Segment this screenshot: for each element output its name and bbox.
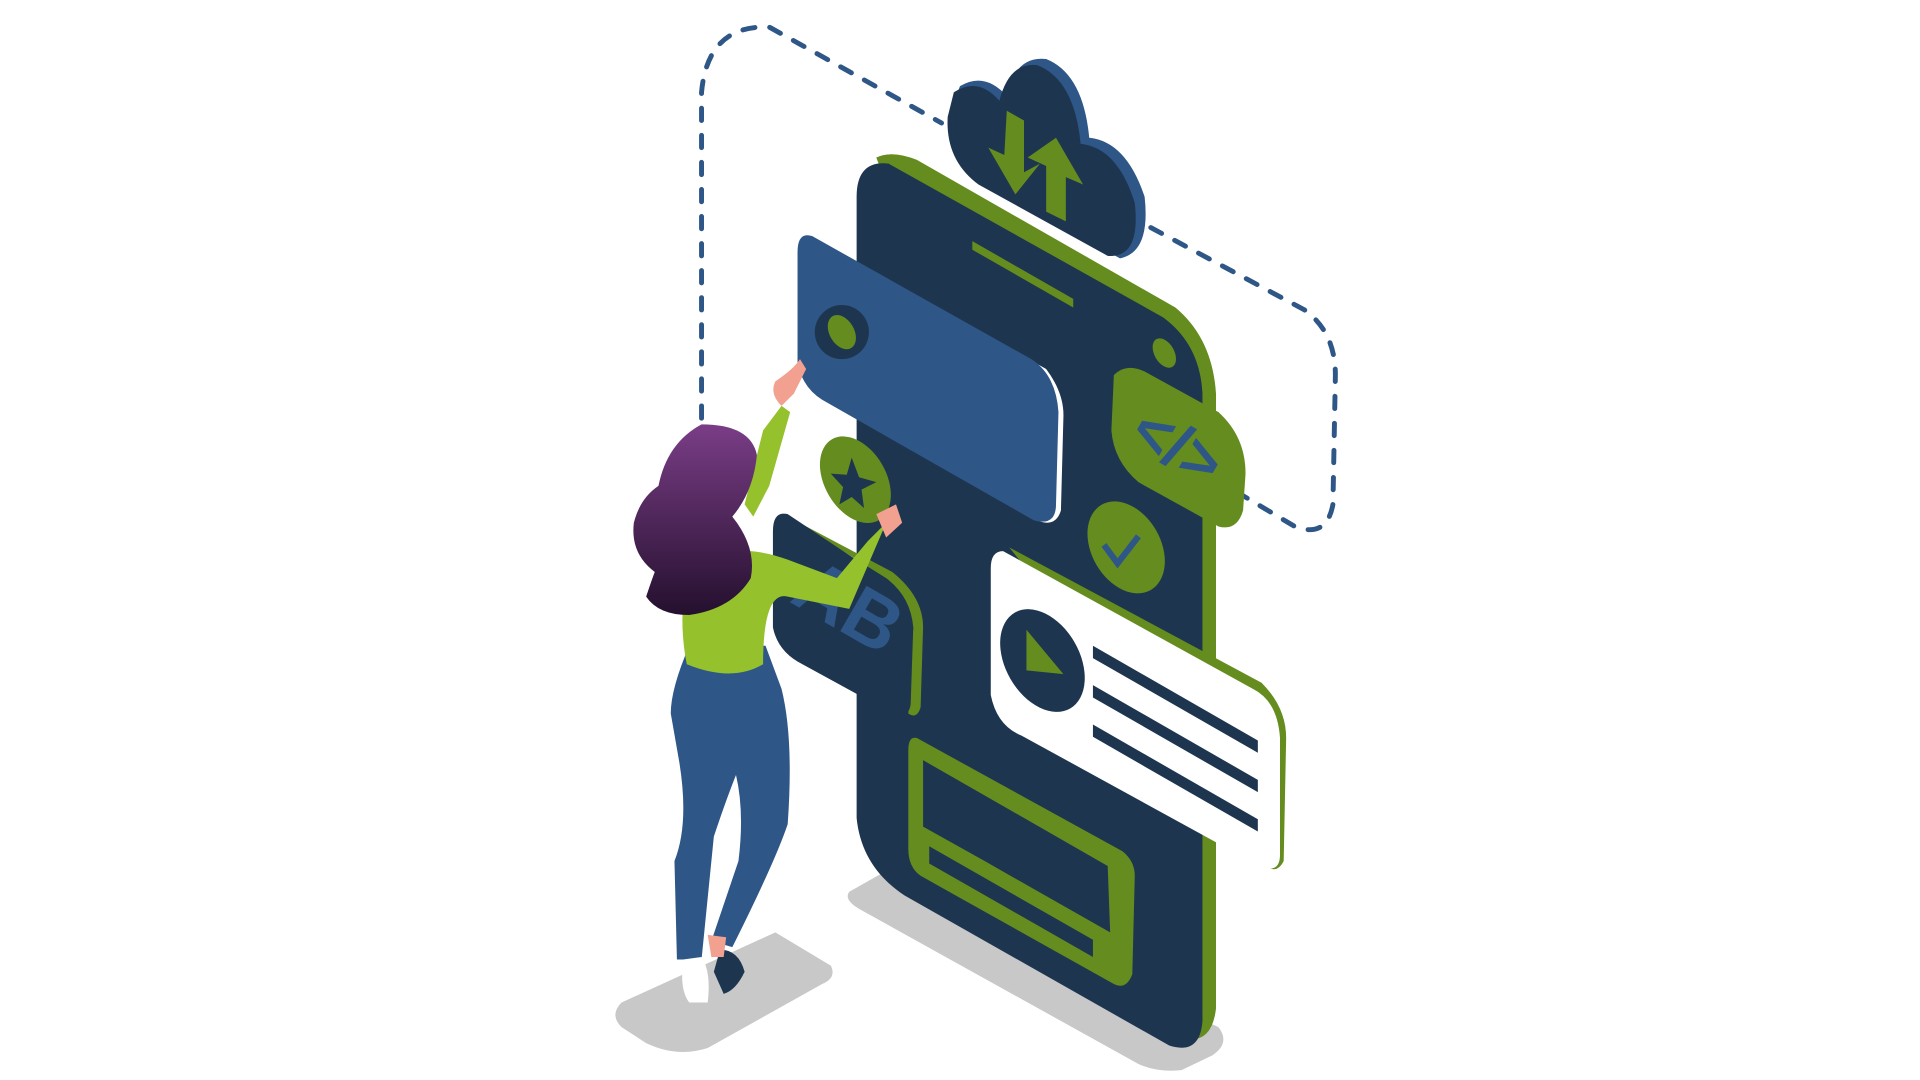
star-icon: [830, 457, 877, 509]
dashed-connection-line: [699, 24, 1338, 533]
settings-panel: [793, 233, 1064, 523]
text-line: [1092, 645, 1258, 753]
woman-character: [633, 359, 903, 1003]
media-card: [990, 547, 1287, 870]
star-badge: [819, 436, 891, 524]
content-frame: [908, 737, 1135, 986]
cloud-sync-icon: [947, 58, 1146, 259]
check-badge: [1087, 501, 1165, 594]
text-line: [1092, 724, 1258, 832]
text-line: [1092, 685, 1258, 793]
check-icon: [1101, 534, 1141, 569]
